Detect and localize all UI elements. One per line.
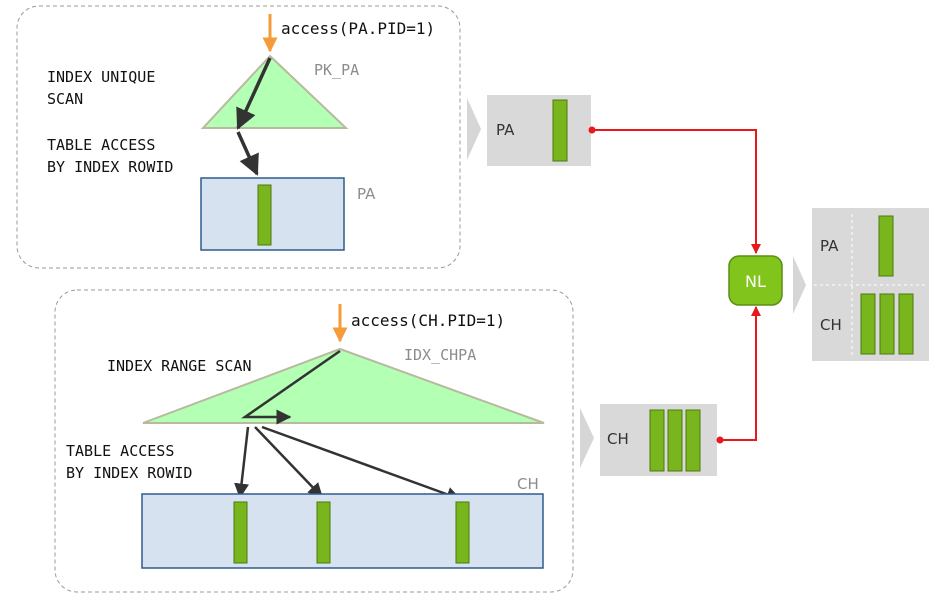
- ch-output-row-1: [649, 409, 665, 472]
- top-index-op-line1: INDEX UNIQUE: [47, 68, 155, 86]
- top-table-op-line1: TABLE ACCESS: [47, 136, 155, 154]
- bottom-section: access(CH.PID=1) IDX_CHPA INDEX RANGE SC…: [54, 289, 574, 593]
- bottom-access-label: access(CH.PID=1): [351, 311, 505, 330]
- result-ch-label: CH: [820, 316, 842, 334]
- ch-table-row-1: [233, 501, 248, 564]
- pa-output: PA: [467, 95, 591, 166]
- pk-pa-index-name: PK_PA: [314, 61, 359, 79]
- join-result: PA CH: [793, 208, 929, 361]
- pa-output-chevron-icon: [467, 98, 481, 160]
- top-index-op-line2: SCAN: [47, 90, 83, 108]
- ch-to-nl-flow-line: [720, 306, 761, 441]
- result-ch-row-2: [879, 293, 895, 355]
- idx-chpa-range-scan-arrow: [241, 349, 341, 425]
- ch-table-box: [141, 493, 544, 569]
- result-ch-row-3: [898, 293, 914, 355]
- idx-chpa-index-name: IDX_CHPA: [404, 346, 476, 364]
- ch-output-row-2: [667, 409, 683, 472]
- ch-output-chevron-icon: [580, 408, 594, 468]
- top-section: access(PA.PID=1) PK_PA INDEX UNIQUE SCAN…: [16, 5, 461, 269]
- ch-output: CH: [580, 404, 717, 476]
- bottom-table-op-line1: TABLE ACCESS: [66, 442, 174, 460]
- ch-rowid-access-arrow-3: [261, 425, 462, 502]
- pa-to-nl-flow-line: [592, 129, 761, 254]
- pa-output-row: [552, 99, 568, 162]
- idx-chpa-index-triangle: [142, 347, 545, 424]
- nl-join-label: NL: [745, 272, 766, 291]
- pa-table-name: PA: [357, 185, 376, 203]
- pa-output-label: PA: [496, 121, 515, 139]
- ch-output-row-3: [685, 409, 701, 472]
- ch-table-row-3: [455, 501, 470, 564]
- pk-pa-traversal-arrow: [236, 57, 272, 130]
- bottom-index-op: INDEX RANGE SCAN: [107, 357, 252, 375]
- pa-rowid-access-arrow: [236, 131, 259, 176]
- ch-rowid-access-arrow-2: [254, 426, 324, 499]
- ch-table-name: CH: [517, 475, 539, 493]
- pa-table-box: [200, 177, 345, 251]
- pa-table-row: [257, 184, 272, 246]
- result-pa-label: PA: [820, 237, 839, 255]
- result-ch-row-1: [860, 293, 876, 355]
- pa-output-box: [487, 95, 591, 166]
- ch-rowid-access-arrow-1: [234, 426, 250, 499]
- top-table-op-line2: BY INDEX ROWID: [47, 158, 173, 176]
- nl-join-node: [728, 255, 783, 306]
- result-pa-row: [878, 215, 894, 277]
- top-section-boundary: [16, 5, 461, 269]
- ch-output-label: CH: [607, 430, 629, 448]
- bottom-section-boundary: [54, 289, 574, 593]
- top-access-label: access(PA.PID=1): [281, 19, 435, 38]
- result-chevron-icon: [793, 256, 806, 314]
- ch-table-row-2: [316, 501, 331, 564]
- nested-loop-flow: NL: [588, 126, 783, 444]
- bottom-table-op-line2: BY INDEX ROWID: [66, 464, 192, 482]
